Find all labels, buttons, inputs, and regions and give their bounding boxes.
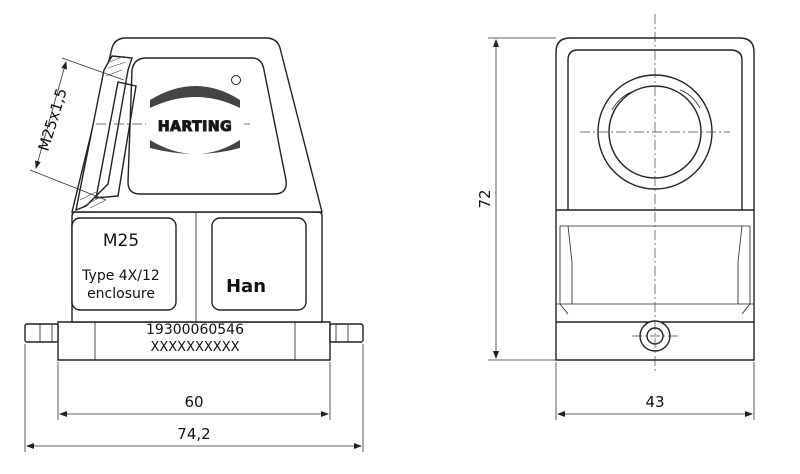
width-dimension-43: 43	[555, 362, 755, 420]
enclosure-word-label: enclosure	[87, 286, 155, 302]
dim-43-label: 43	[645, 393, 664, 411]
dim-60-label: 60	[184, 393, 203, 411]
product-label: Han	[226, 276, 266, 297]
part-number: 19300060546	[146, 322, 244, 338]
height-dimension-72: 72	[476, 37, 556, 361]
width-dimension-74: 74,2	[24, 344, 364, 452]
front-view: M25x1,5 HARTING M25 Type 4X/12 enclosure…	[24, 37, 364, 452]
serial-placeholder: XXXXXXXXXX	[150, 340, 239, 355]
dim-72-label: 72	[476, 189, 494, 208]
right-locking-pin	[329, 323, 364, 343]
size-label: M25	[103, 231, 139, 251]
enclosure-type-label: Type 4X/12	[81, 268, 160, 284]
dim-74-label: 74,2	[177, 425, 210, 443]
width-dimension-60: 60	[57, 362, 331, 420]
left-locking-pin	[24, 323, 59, 343]
harting-logo: HARTING	[146, 75, 244, 154]
thread-label: M25x1,5	[35, 86, 71, 153]
side-view: 72 43	[476, 14, 755, 420]
product-label-panel: Han	[211, 217, 307, 311]
brand-label: HARTING	[158, 119, 232, 135]
enclosure-label-panel: M25 Type 4X/12 enclosure	[71, 217, 177, 311]
